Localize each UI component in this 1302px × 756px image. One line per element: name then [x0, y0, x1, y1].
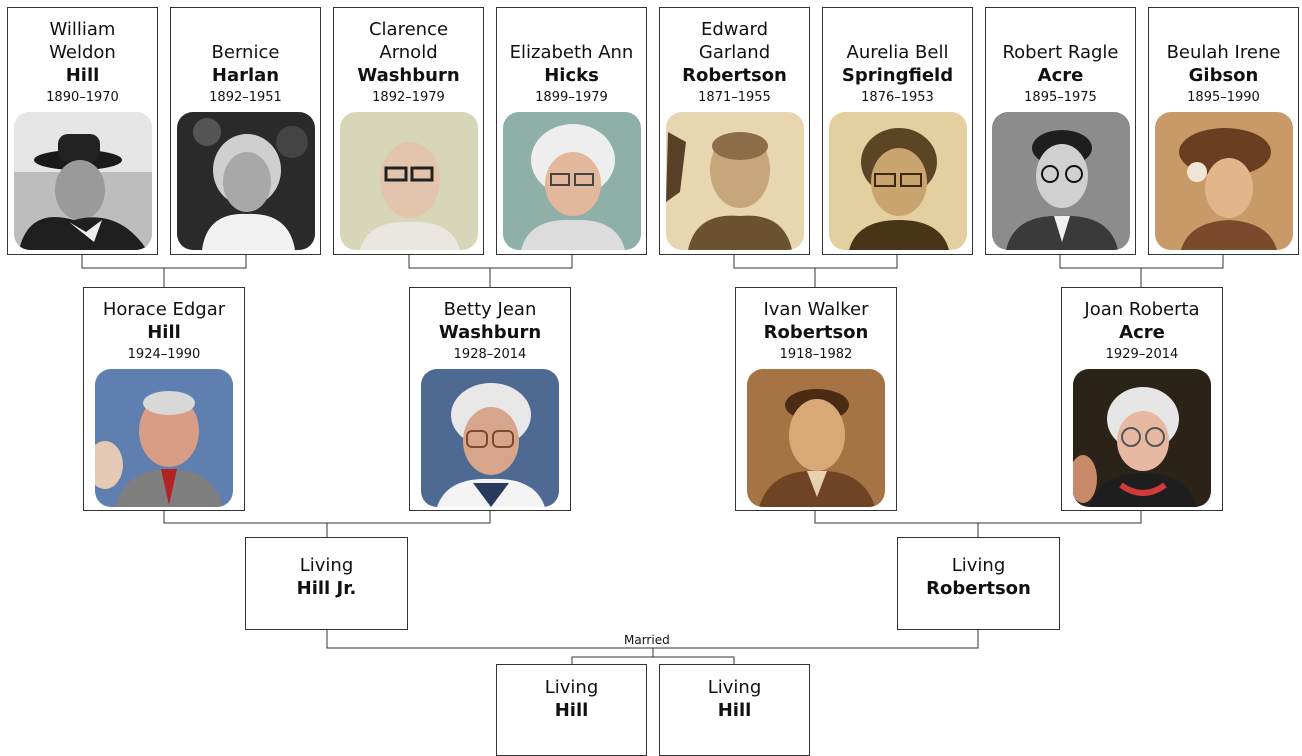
portrait-photo — [176, 112, 315, 250]
portrait-photo — [1073, 369, 1211, 507]
person-card-william-weldon-hill[interactable]: William Weldon Hill 1890–1970 — [7, 7, 158, 255]
portrait-photo — [828, 112, 967, 250]
life-dates: 1895–1975 — [1024, 90, 1097, 105]
surname: Hill — [147, 322, 181, 343]
surname: Hill — [554, 700, 589, 721]
person-card-clarence-arnold-washburn[interactable]: Clarence Arnold Washburn 1892–1979 — [333, 7, 484, 255]
given-name: Betty Jean — [443, 299, 537, 320]
given-name: Edward Garland — [698, 19, 771, 63]
person-card-horace-edgar-hill[interactable]: Horace Edgar Hill 1924–1990 — [83, 287, 245, 511]
portrait-photo — [991, 112, 1130, 250]
given-name: Robert Ragle — [1002, 42, 1119, 63]
given-name: Elizabeth Ann — [509, 42, 634, 63]
life-dates: 1892–1979 — [372, 90, 445, 105]
surname: Acre — [1119, 322, 1165, 343]
life-dates: 1876–1953 — [861, 90, 934, 105]
person-card-betty-jean-washburn[interactable]: Betty Jean Washburn 1928–2014 — [409, 287, 571, 511]
married-label: Married — [622, 633, 672, 647]
person-card-living-robertson[interactable]: Living Robertson — [897, 537, 1060, 630]
surname: Robertson — [926, 578, 1031, 599]
life-dates: 1924–1990 — [127, 347, 201, 362]
person-card-robert-ragle-acre[interactable]: Robert Ragle Acre 1895–1975 — [985, 7, 1136, 255]
given-name: Joan Roberta — [1084, 299, 1200, 320]
person-card-living-hill-1[interactable]: Living Hill — [496, 664, 647, 756]
life-dates: 1895–1990 — [1187, 90, 1260, 105]
person-card-elizabeth-ann-hicks[interactable]: Elizabeth Ann Hicks 1899–1979 — [496, 7, 647, 255]
surname: Robertson — [763, 322, 869, 343]
person-card-living-hill-2[interactable]: Living Hill — [659, 664, 810, 756]
person-card-bernice-harlan[interactable]: Bernice Harlan 1892–1951 — [170, 7, 321, 255]
portrait-photo — [95, 369, 233, 507]
person-card-ivan-walker-robertson[interactable]: Ivan Walker Robertson 1918–1982 — [735, 287, 897, 511]
life-dates: 1890–1970 — [46, 90, 119, 105]
surname: Acre — [1037, 65, 1084, 86]
given-name: Living — [951, 555, 1006, 576]
person-card-edward-garland-robertson[interactable]: Edward Garland Robertson 1871–1955 — [659, 7, 810, 255]
surname: Springfield — [841, 65, 954, 86]
portrait-photo — [421, 369, 559, 507]
given-name: Bernice — [211, 42, 280, 63]
given-name: Horace Edgar — [102, 299, 226, 320]
given-name: Ivan Walker — [763, 299, 869, 320]
portrait-photo — [502, 112, 641, 250]
given-name: William Weldon — [49, 19, 116, 63]
given-name: Clarence Arnold — [368, 19, 449, 63]
surname: Hill — [717, 700, 752, 721]
person-card-living-hill-jr[interactable]: Living Hill Jr. — [245, 537, 408, 630]
person-card-joan-roberta-acre[interactable]: Joan Roberta Acre 1929–2014 — [1061, 287, 1223, 511]
portrait-photo — [665, 112, 804, 250]
life-dates: 1928–2014 — [453, 347, 527, 362]
given-name: Beulah Irene — [1166, 42, 1281, 63]
surname: Gibson — [1188, 65, 1259, 86]
life-dates: 1929–2014 — [1105, 347, 1179, 362]
given-name: Aurelia Bell — [846, 42, 949, 63]
portrait-photo — [13, 112, 152, 250]
life-dates: 1871–1955 — [698, 90, 771, 105]
surname: Harlan — [211, 65, 280, 86]
surname: Washburn — [357, 65, 460, 86]
life-dates: 1918–1982 — [779, 347, 853, 362]
surname: Robertson — [682, 65, 787, 86]
portrait-photo — [747, 369, 885, 507]
portrait-photo — [1154, 112, 1293, 250]
surname: Hill — [65, 65, 100, 86]
surname: Washburn — [438, 322, 542, 343]
surname: Hill Jr. — [296, 578, 357, 599]
surname: Hicks — [544, 65, 599, 86]
given-name: Living — [707, 677, 762, 698]
person-card-aurelia-bell-springfield[interactable]: Aurelia Bell Springfield 1876–1953 — [822, 7, 973, 255]
given-name: Living — [299, 555, 354, 576]
person-card-beulah-irene-gibson[interactable]: Beulah Irene Gibson 1895–1990 — [1148, 7, 1299, 255]
portrait-photo — [339, 112, 478, 250]
life-dates: 1899–1979 — [535, 90, 608, 105]
given-name: Living — [544, 677, 599, 698]
life-dates: 1892–1951 — [209, 90, 282, 105]
